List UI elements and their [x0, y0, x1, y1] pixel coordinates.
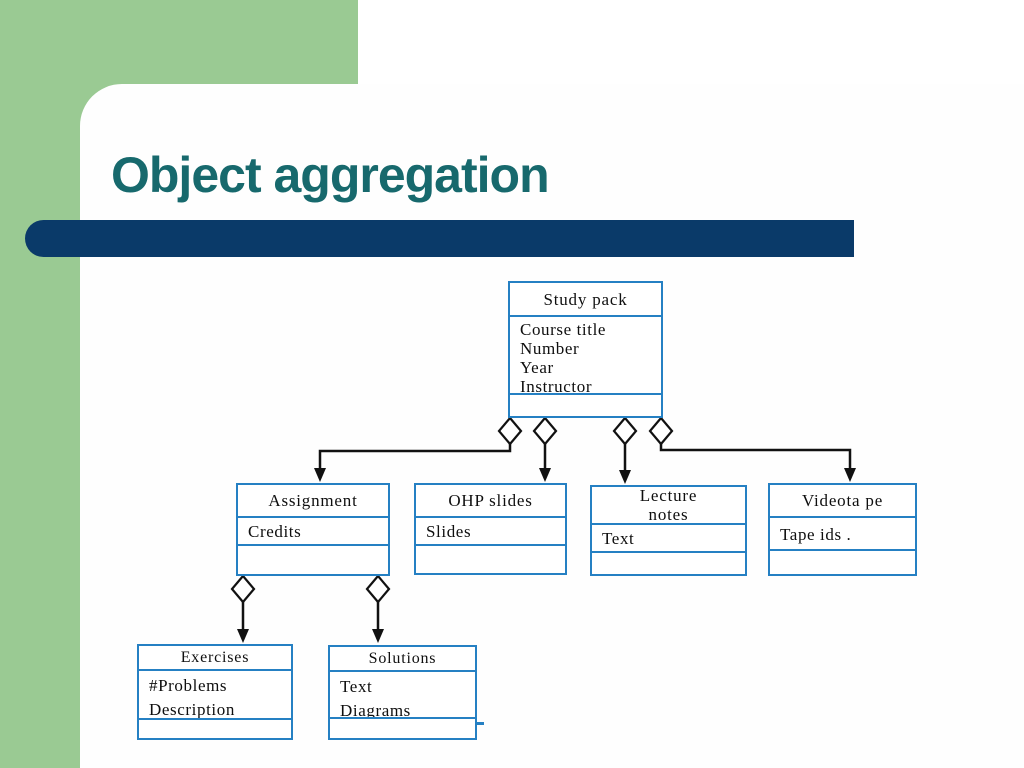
class-name-text: Exercises: [180, 649, 250, 666]
class-name: OHP slides: [416, 485, 565, 518]
class-box-lecture-notes: Lecture notes Text: [590, 485, 747, 576]
operations-compartment-empty: [416, 546, 565, 573]
class-name-text-line2: notes: [648, 505, 689, 524]
class-name-text-line1: Lecture: [639, 486, 698, 505]
class-name: Lecture notes: [592, 486, 745, 525]
attribute: Number: [520, 339, 580, 358]
operations-compartment-empty: [510, 395, 661, 416]
attribute: Credits: [248, 522, 302, 541]
attributes-compartment: Tape ids .: [770, 518, 915, 551]
operations-compartment-empty: [770, 551, 915, 574]
attributes-compartment: Text: [592, 525, 745, 553]
operations-compartment-empty: [238, 546, 388, 574]
title-underline-bar: [25, 220, 854, 257]
attributes-compartment: Slides: [416, 518, 565, 546]
attribute: Text: [340, 677, 373, 696]
attribute: Slides: [426, 522, 472, 541]
attributes-compartment: Text Diagrams: [330, 672, 475, 719]
attribute: #Problems: [149, 676, 228, 695]
class-name-text: Study pack: [543, 289, 628, 309]
class-name-text: Solutions: [368, 650, 437, 667]
attributes-compartment: Credits: [238, 518, 388, 546]
attributes-compartment: #Problems Description: [139, 671, 291, 720]
class-name-text: Assignment: [268, 491, 358, 510]
attribute: Description: [149, 700, 235, 719]
slide-title: Object aggregation: [111, 147, 550, 203]
class-name: Videota pe: [770, 485, 915, 518]
class-box-study-pack: Study pack Course title Number Year Inst…: [508, 281, 663, 418]
attribute: Tape ids .: [780, 525, 852, 544]
operations-compartment-empty: [139, 720, 291, 738]
class-box-ohp-slides: OHP slides Slides: [414, 483, 567, 575]
class-name: Study pack: [510, 283, 661, 317]
attribute: Course title: [520, 320, 607, 339]
separator-overhang-mark: [475, 722, 484, 725]
class-name-text: Videota pe: [801, 491, 884, 510]
attribute: Text: [602, 529, 635, 548]
attributes-compartment: Course title Number Year Instructor: [510, 317, 661, 395]
class-box-assignment: Assignment Credits: [236, 483, 390, 576]
class-name: Assignment: [238, 485, 388, 518]
operations-compartment-empty: [592, 553, 745, 574]
class-name: Exercises: [139, 646, 291, 671]
operations-compartment-empty: [330, 719, 475, 738]
class-box-solutions: Solutions Text Diagrams: [328, 645, 477, 740]
attribute: Year: [520, 358, 554, 377]
class-box-exercises: Exercises #Problems Description: [137, 644, 293, 740]
attribute: Instructor: [520, 377, 593, 395]
class-name: Solutions: [330, 647, 475, 672]
class-box-videotape: Videota pe Tape ids .: [768, 483, 917, 576]
class-name-text: OHP slides: [448, 491, 533, 510]
attribute: Diagrams: [340, 701, 411, 719]
